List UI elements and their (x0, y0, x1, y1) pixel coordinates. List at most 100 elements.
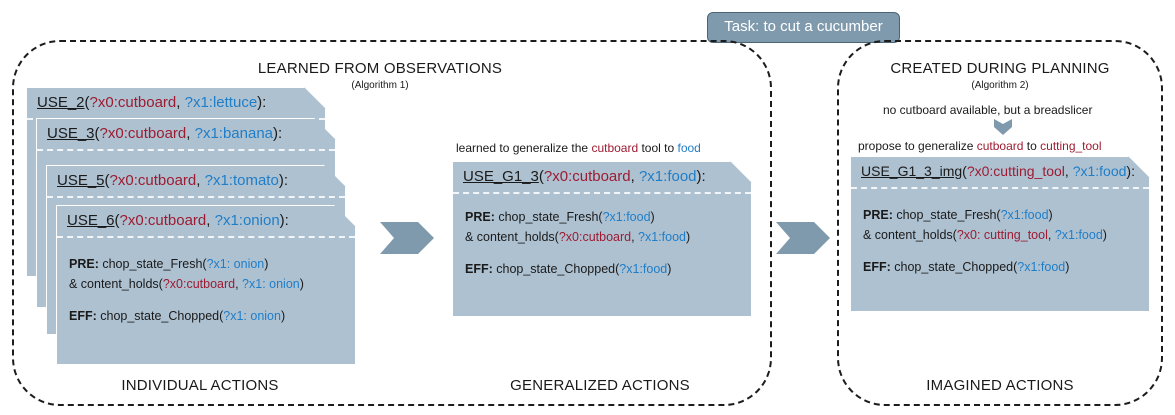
action-card-use6: USE_6(?x0:cutboard, ?x1:onion): PRE: cho… (56, 205, 356, 365)
param-sep: , (631, 230, 639, 244)
tool-word: cutboard (976, 139, 1024, 153)
object-param: ?x1:banana (194, 125, 274, 142)
tool-param: ?x0:cutting_tool (966, 163, 1065, 179)
chevron-right-icon (776, 222, 830, 254)
no-cutboard-note: no cutboard available, but a breadslicer (883, 103, 1093, 117)
generalized-actions-label: GENERALIZED ACTIONS (510, 377, 690, 394)
task-label: Task: to cut a cucumber (707, 12, 900, 43)
predicate: chop_state_Chopped( (96, 309, 224, 323)
arrow-down-icon (994, 119, 1012, 135)
object-param: ?x1:food (638, 230, 687, 244)
paren-open: ( (94, 125, 100, 142)
action-name: USE_3 (47, 125, 95, 142)
note-text: tool to (638, 141, 678, 155)
card-header: USE_G1_3(?x0:cutboard, ?x1:food): (453, 162, 751, 194)
paren-open: ( (104, 172, 110, 189)
card-body: PRE: chop_state_Fresh(?x1:food) & conten… (863, 205, 1107, 277)
paren-close: ): (257, 94, 267, 111)
predicate: chop_state_Fresh( (892, 208, 1001, 222)
generalize-note: learned to generalize the cutboard tool … (456, 141, 701, 155)
card-title: USE_3(?x0:cutboard, ?x1:banana): (47, 125, 282, 142)
note-text: propose to generalize (858, 139, 977, 153)
tool-param: ?x0:cutboard (89, 94, 177, 111)
imagined-actions-label: IMAGINED ACTIONS (926, 377, 1074, 394)
param-sep: , (1064, 163, 1073, 179)
paren-open: ( (962, 163, 967, 179)
chevron-right-icon (380, 222, 434, 254)
tool-word: cutboard (591, 141, 639, 155)
object-param: ?x1:food (1072, 163, 1127, 179)
tool-param: ?x0: cutting_tool (956, 228, 1048, 242)
planning-region (837, 40, 1163, 406)
object-param: ?x1:food (638, 168, 697, 185)
object-param: ?x1:tomato (204, 172, 279, 189)
paren-close: ) (686, 230, 691, 244)
action-card-use-g1-3: USE_G1_3(?x0:cutboard, ?x1:food): PRE: c… (452, 161, 752, 317)
paren-close: ) (1065, 260, 1070, 274)
learned-region-subtitle: (Algorithm 1) (351, 80, 409, 91)
card-body: PRE: chop_state_Fresh(?x1: onion) & cont… (69, 254, 304, 326)
action-name: USE_G1_3_img (861, 163, 963, 179)
action-name: USE_G1_3 (463, 168, 539, 185)
predicate: chop_state_Chopped( (492, 262, 620, 276)
card-header: USE_3(?x0:cutboard, ?x1:banana): (37, 119, 335, 151)
paren-open: ( (538, 168, 544, 185)
tool-param: ?x0:cutboard (543, 168, 631, 185)
paren-close: ) (280, 309, 286, 323)
action-card-use-g1-3-img: USE_G1_3_img(?x0:cutting_tool, ?x1:food)… (850, 156, 1150, 312)
tool-param: ?x0:cutboard (558, 230, 632, 244)
note-text: learned to generalize the (456, 141, 592, 155)
card-header: USE_5(?x0:cutboard, ?x1:tomato): (47, 166, 345, 198)
tool-param: ?x0:cutboard (162, 277, 236, 291)
paren-close: ) (1102, 228, 1107, 242)
paren-close: ): (696, 168, 706, 185)
param-sep: , (186, 125, 195, 142)
tool-param: ?x0:cutboard (99, 125, 187, 142)
paren-close: ): (279, 212, 289, 229)
param-sep: , (1047, 228, 1055, 242)
object-param: ?x1: onion (242, 277, 300, 291)
param-sep: , (196, 172, 205, 189)
precondition-line-1: PRE: chop_state_Fresh(?x1:food) (863, 205, 1107, 225)
learned-region (12, 40, 772, 406)
object-param: ?x1:food (619, 262, 668, 276)
tool-word: cutting_tool (1040, 139, 1102, 153)
card-title: USE_G1_3(?x0:cutboard, ?x1:food): (463, 168, 706, 185)
precondition-line-1: PRE: chop_state_Fresh(?x1: onion) (69, 254, 304, 274)
card-title: USE_5(?x0:cutboard, ?x1:tomato): (57, 172, 288, 189)
card-body: PRE: chop_state_Fresh(?x1:food) & conten… (465, 207, 690, 279)
object-param: ?x1: onion (206, 257, 265, 271)
action-name: USE_2 (37, 94, 85, 111)
eff-label: EFF: (69, 309, 97, 323)
precondition-line-2: & content_holds(?x0:cutboard, ?x1:food) (465, 227, 690, 247)
card-title: USE_2(?x0:cutboard, ?x1:lettuce): (37, 94, 266, 111)
paren-close: ) (264, 257, 269, 271)
planning-region-title: CREATED DURING PLANNING (890, 60, 1110, 77)
predicate: chop_state_Fresh( (494, 210, 603, 224)
param-sep: , (235, 277, 243, 291)
param-sep: , (176, 94, 185, 111)
note-text: to (1023, 139, 1041, 153)
object-param: ?x1:food (1000, 208, 1049, 222)
precondition-line-1: PRE: chop_state_Fresh(?x1:food) (465, 207, 690, 227)
predicate: & content_holds( (69, 277, 163, 291)
card-header: USE_2(?x0:cutboard, ?x1:lettuce): (27, 88, 325, 120)
tool-param: ?x0:cutboard (109, 172, 197, 189)
object-param: ?x1:food (1017, 260, 1066, 274)
learned-region-title: LEARNED FROM OBSERVATIONS (257, 60, 503, 77)
card-title: USE_6(?x0:cutboard, ?x1:onion): (67, 212, 289, 229)
object-param: ?x1:onion (214, 212, 280, 229)
paren-open: ( (114, 212, 120, 229)
paren-close: ) (1048, 208, 1053, 222)
precondition-line-2: & content_holds(?x0: cutting_tool, ?x1:f… (863, 225, 1107, 245)
paren-close: ): (278, 172, 288, 189)
individual-actions-label: INDIVIDUAL ACTIONS (121, 377, 279, 394)
paren-open: ( (84, 94, 90, 111)
paren-close: ): (273, 125, 283, 142)
predicate: chop_state_Fresh( (98, 257, 207, 271)
object-word: food (677, 141, 701, 155)
pre-label: PRE: (69, 257, 99, 271)
planning-region-subtitle: (Algorithm 2) (971, 80, 1029, 91)
effect-line: EFF: chop_state_Chopped(?x1:food) (863, 257, 1107, 277)
paren-close: ): (1126, 163, 1135, 179)
